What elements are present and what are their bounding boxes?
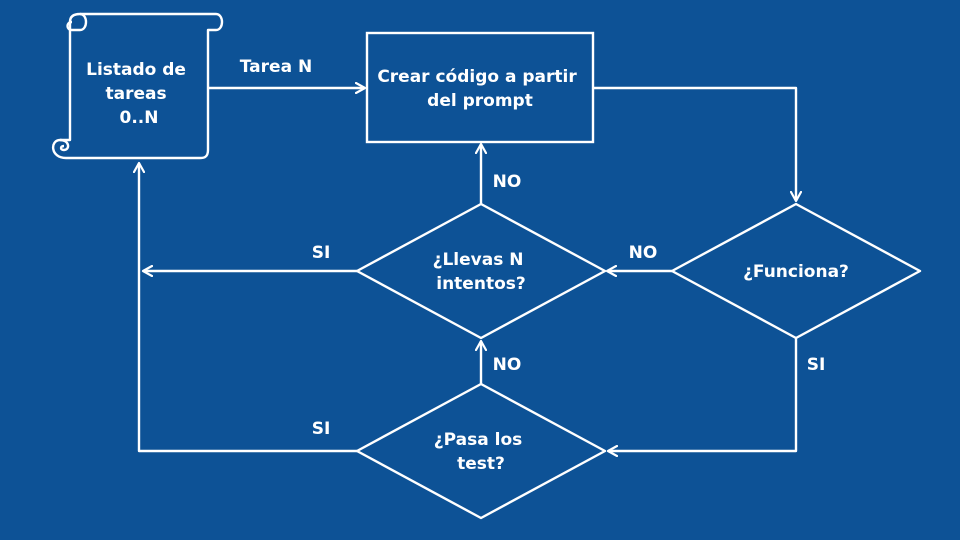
attempts-line-2: intentos? [436, 274, 525, 294]
create-code-line-1: Crear código a partir [377, 67, 577, 87]
arrow-works-si [608, 338, 798, 451]
edge-label-works-no: NO [629, 243, 658, 263]
task-list-line-1: Listado de [86, 60, 186, 80]
tests-decision [355, 382, 607, 520]
task-list-scroll [52, 12, 224, 160]
task-list-line-3: 0..N [120, 108, 159, 128]
create-code-line-2: del prompt [427, 91, 533, 111]
task-list-line-2: tareas [105, 84, 166, 104]
edge-label-tests-no: NO [493, 355, 522, 375]
edge-label-task-n: Tarea N [240, 57, 312, 77]
attempts-label: ¿Llevas N intentos? [433, 250, 530, 294]
arrow-create-to-works [593, 86, 796, 201]
edge-label-attempts-si: SI [312, 243, 331, 263]
create-code-box [365, 31, 595, 144]
works-label: ¿Funciona? [743, 262, 849, 282]
tests-label: ¿Pasa los test? [434, 430, 528, 474]
attempts-decision [355, 202, 607, 340]
edge-label-works-si: SI [807, 355, 826, 375]
edge-label-attempts-no: NO [493, 172, 522, 192]
tests-line-2: test? [457, 454, 505, 474]
task-list-label: Listado de tareas 0..N [86, 60, 192, 128]
arrow-tests-si [139, 163, 357, 453]
attempts-line-1: ¿Llevas N [433, 250, 524, 270]
tests-line-1: ¿Pasa los [434, 430, 522, 450]
create-code-label: Crear código a partir del prompt [377, 67, 582, 111]
edge-label-tests-si: SI [312, 419, 331, 439]
